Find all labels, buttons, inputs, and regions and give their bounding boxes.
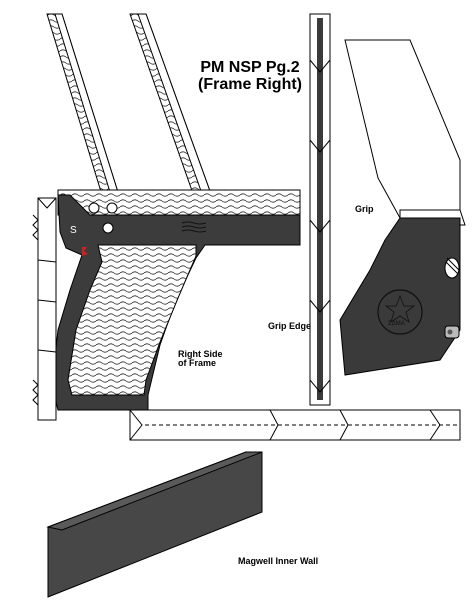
page-title-line2: (Frame Right) (198, 75, 302, 93)
right-side-label-line2: of Frame (178, 358, 217, 369)
red-decal-mark (82, 247, 88, 256)
safety-mark: S (70, 225, 77, 236)
right-side-label-line1: Right Side (178, 349, 223, 359)
right-side-label: Right Side of Frame (178, 349, 223, 369)
magwell-label: Magwell Inner Wall (238, 556, 319, 566)
frame-right-side (51, 189, 301, 411)
frame-bottom-tab-strip (129, 409, 461, 441)
grip-edge-label: Grip Edge (268, 321, 312, 331)
grip-top-flap (344, 39, 461, 219)
slide-rail-strips (46, 13, 216, 206)
page-title: PM NSP Pg.2 (Frame Right) (196, 59, 304, 94)
rail-strip-left-face (54, 13, 123, 206)
page-title-line1: PM NSP Pg.2 (200, 59, 300, 76)
grip-piece: ΣΔΜΑ (339, 39, 466, 376)
grip-edge-dark-core (317, 18, 323, 400)
rail-strip-right-face (137, 13, 216, 206)
grip-edge-strip (309, 13, 331, 406)
grip-logo-text: ΣΔΜΑ (388, 321, 405, 327)
grip-label: Grip (355, 204, 374, 214)
pin-hole (102, 222, 114, 234)
frame-grip-panel (67, 244, 197, 396)
grip-logo (377, 289, 423, 335)
pin-hole (106, 202, 118, 214)
magwell-inner-wall (46, 451, 263, 598)
pin-hole (88, 202, 100, 214)
grip-logo-star (384, 294, 416, 323)
frame-side-tab-strip (32, 197, 57, 421)
frame-serrations (181, 221, 207, 233)
